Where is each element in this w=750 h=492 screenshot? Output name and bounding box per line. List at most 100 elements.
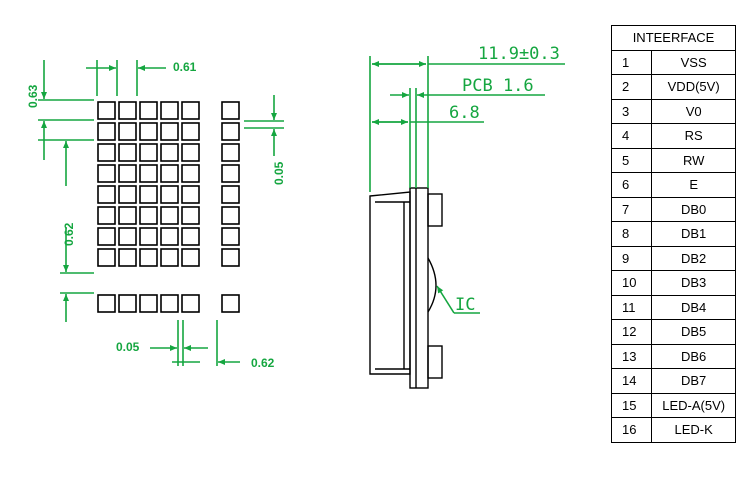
- pixel-dot: [181, 122, 200, 141]
- pin-number: 8: [610, 221, 653, 247]
- pixel-dot: [97, 101, 116, 120]
- cursor-row-dot: [181, 294, 200, 313]
- pixel-dot: [118, 206, 137, 225]
- pin-signal: DB3: [651, 270, 736, 296]
- pixel-dot: [97, 143, 116, 162]
- pin-signal: VDD(5V): [651, 74, 736, 100]
- module-outline: [369, 187, 443, 389]
- cursor-row-dot: [118, 294, 137, 313]
- pin-signal: DB0: [651, 196, 736, 222]
- cursor-row-dot: [221, 294, 240, 313]
- pin-signal: DB2: [651, 245, 736, 271]
- dim-bottom-gap: 0.05: [116, 340, 140, 354]
- pin-signal: E: [651, 172, 736, 198]
- pin-number: 14: [610, 368, 653, 394]
- pixel-dot: [139, 227, 158, 246]
- pin-signal: LED-A(5V): [651, 392, 736, 418]
- pixel-matrix: [97, 101, 200, 267]
- pixel-dot: [139, 122, 158, 141]
- pixel-dot: [160, 248, 179, 267]
- pixel-dot: [118, 185, 137, 204]
- dim-pixel-pitch: 0.61: [173, 60, 197, 74]
- pin-number: 2: [610, 74, 653, 100]
- pixel-dot: [181, 164, 200, 183]
- pixel-dot: [160, 206, 179, 225]
- pixel-dot: [118, 227, 137, 246]
- cursor-column-dot: [221, 185, 240, 204]
- pixel-dot: [139, 248, 158, 267]
- pin-signal: VSS: [651, 49, 736, 75]
- cursor-column-dot: [221, 206, 240, 225]
- pin-signal: V0: [651, 98, 736, 124]
- character-cell-view: 0.61 0.63 0.05 0.62 0.05 0.62: [26, 60, 286, 370]
- pixel-dot: [97, 227, 116, 246]
- pixel-dot: [160, 143, 179, 162]
- pixel-dot: [160, 101, 179, 120]
- pin-number: 12: [610, 319, 653, 345]
- pixel-dot: [118, 164, 137, 183]
- pin-signal: LED-K: [651, 417, 736, 443]
- pixel-dot: [118, 101, 137, 120]
- pin-number: 10: [610, 270, 653, 296]
- cursor-row-dot: [139, 294, 158, 313]
- pin-number: 6: [610, 172, 653, 198]
- pixel-dot: [97, 164, 116, 183]
- pin-number: 3: [610, 98, 653, 124]
- dim-module: 6.8: [449, 103, 480, 123]
- side-dimension-lines: [369, 56, 565, 314]
- pin-number: 13: [610, 343, 653, 369]
- pixel-dot: [139, 206, 158, 225]
- cursor-column: [221, 101, 240, 267]
- pixel-dot: [139, 164, 158, 183]
- cursor-row-dot: [97, 294, 116, 313]
- pin-signal: DB5: [651, 319, 736, 345]
- pixel-dot: [181, 185, 200, 204]
- pin-number: 11: [610, 294, 653, 320]
- pin-number: 16: [610, 417, 653, 443]
- dim-pcb: PCB 1.6: [462, 76, 534, 96]
- cursor-row-dot: [160, 294, 179, 313]
- dim-bottom-width: 0.62: [251, 356, 275, 370]
- pin-signal: RS: [651, 123, 736, 149]
- pixel-dot: [97, 248, 116, 267]
- side-view: 11.9±0.3 PCB 1.6 6.8 IC: [369, 44, 565, 389]
- pixel-dot: [118, 122, 137, 141]
- pixel-dot: [160, 122, 179, 141]
- pixel-dot: [160, 227, 179, 246]
- cursor-column-dot: [221, 122, 240, 141]
- pixel-dot: [181, 101, 200, 120]
- pixel-dot: [181, 143, 200, 162]
- dim-cursor-gap: 0.62: [62, 222, 76, 246]
- pixel-dot: [139, 143, 158, 162]
- pixel-dot: [97, 185, 116, 204]
- dim-pixel-gap: 0.05: [272, 161, 286, 185]
- pixel-dot: [160, 164, 179, 183]
- cursor-column-dot: [221, 227, 240, 246]
- pin-signal: DB4: [651, 294, 736, 320]
- pixel-dot: [118, 248, 137, 267]
- pin-table-header: INTEERFACE: [611, 25, 736, 51]
- pixel-dot: [139, 101, 158, 120]
- cursor-row: [97, 294, 240, 313]
- pixel-dot: [160, 185, 179, 204]
- pixel-dot: [118, 143, 137, 162]
- cursor-column-dot: [221, 101, 240, 120]
- pin-number: 4: [610, 123, 653, 149]
- pin-number: 9: [610, 245, 653, 271]
